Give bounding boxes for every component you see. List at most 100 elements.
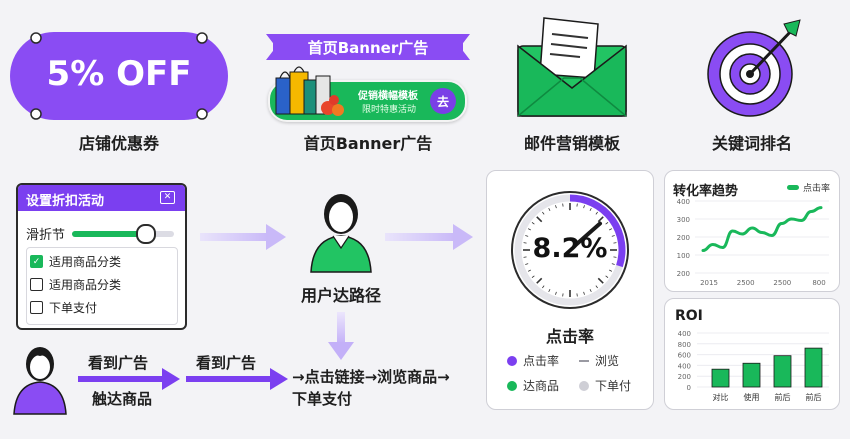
- y-tick-label: 200: [678, 373, 691, 381]
- slider-label: 滑折节: [26, 228, 66, 243]
- x-tick-label: 2500: [773, 279, 791, 287]
- gauge-tick: [536, 277, 543, 284]
- user-path-label: 用户达路径: [300, 286, 381, 305]
- gauge-tick: [536, 216, 543, 223]
- gauge-tick: [527, 228, 531, 231]
- email-caption: 邮件营销模板: [523, 134, 620, 153]
- gauge-tick: [531, 222, 535, 225]
- user-avatar-icon: [310, 194, 372, 273]
- checkbox-icon[interactable]: [30, 301, 43, 314]
- arrow-right-icon: [186, 368, 288, 390]
- bar: [773, 355, 792, 388]
- y-tick-label: 0: [687, 384, 691, 392]
- gauge-ticks: [523, 203, 617, 297]
- y-tick-label: 800: [678, 341, 691, 349]
- legend-label: 点击率: [803, 184, 831, 194]
- x-tick-label: 800: [812, 279, 825, 287]
- option-1[interactable]: ✓ 适用商品分类: [30, 253, 121, 270]
- gauge-tick: [611, 263, 615, 265]
- chart-legend: 点击率: [787, 181, 830, 194]
- flow-step-3-line1: →点击链接→浏览商品→: [292, 368, 450, 386]
- legend-swatch-icon: [787, 185, 799, 190]
- arrow-right-icon: [200, 224, 286, 250]
- legend-item: 下单付: [579, 377, 631, 394]
- legend-item: 达商品: [507, 377, 559, 394]
- panel-header: 设置折扣活动 ✕: [18, 185, 185, 211]
- chart-title: 转化率趋势: [673, 184, 739, 199]
- options-box: [26, 247, 178, 325]
- bar: [742, 362, 761, 388]
- gauge-tick: [611, 235, 615, 237]
- gauge-value: 8.2%: [532, 233, 608, 264]
- gauge-tick: [605, 275, 609, 278]
- gauge-tick: [542, 211, 545, 215]
- banner-caption: 首页Banner广告: [303, 134, 433, 153]
- gauge-tick: [609, 269, 613, 272]
- slider-handle[interactable]: [136, 224, 157, 244]
- keyword-caption: 关键词排名: [711, 134, 792, 153]
- gauge-tick: [542, 285, 545, 289]
- arrow-right-icon: [78, 368, 180, 390]
- coupon-caption: 店铺优惠券: [78, 134, 159, 153]
- gauge-tick: [597, 216, 604, 223]
- coupon-text: 5% OFF: [46, 54, 192, 94]
- banner-line2: 限时特惠活动: [362, 105, 417, 115]
- gauge-tick: [548, 207, 551, 211]
- y-tick-label: 400: [678, 362, 691, 370]
- option-label: 适用商品分类: [49, 278, 122, 292]
- option-2[interactable]: 适用商品分类: [30, 276, 121, 293]
- y-tick-label: 400: [677, 198, 690, 206]
- gauge-tick: [527, 269, 531, 272]
- option-label: 下单支付: [49, 301, 98, 315]
- gauge-tick: [583, 205, 585, 209]
- gauge-tick: [595, 285, 598, 289]
- y-tick-label: 200: [677, 270, 690, 278]
- gauge-title: 点击率: [545, 327, 594, 346]
- flow-step-3-line2: 下单支付: [292, 390, 353, 408]
- gauge-tick: [531, 275, 535, 278]
- gauge-tick: [525, 263, 529, 265]
- person-icon: [13, 347, 67, 415]
- checkbox-icon[interactable]: [30, 278, 43, 291]
- bar: [711, 368, 730, 388]
- gauge-tick: [589, 289, 592, 293]
- checkbox-checked-icon[interactable]: ✓: [30, 255, 43, 268]
- banner-cta-button[interactable]: 去: [430, 88, 456, 114]
- legend-label: 点击率: [523, 354, 560, 368]
- gauge-tick: [525, 235, 529, 237]
- shopping-bags-icon: [275, 66, 344, 116]
- bar: [804, 347, 823, 388]
- option-3[interactable]: 下单支付: [30, 299, 97, 316]
- bar-chart: 4008006004002000对比使用前后前后: [678, 330, 829, 402]
- x-tick-label: 使用: [744, 392, 760, 402]
- flow-step-1-bottom: 触达商品: [92, 390, 153, 408]
- envelope-icon: [517, 17, 627, 117]
- banner-line1: 促销横幅模板: [358, 91, 418, 102]
- gauge-needle: [572, 221, 603, 249]
- arrow-down-icon: [328, 312, 354, 360]
- legend-dot-icon: [507, 380, 517, 391]
- legend-dot-icon: [507, 355, 517, 366]
- series-line: [701, 206, 823, 252]
- ctr-gauge-card: 8.2% 点击率 点击率 浏览 达商品 下单付: [486, 170, 654, 410]
- gauge-tick: [589, 207, 592, 211]
- legend-item: 浏览: [579, 352, 619, 369]
- legend-label: 达商品: [523, 379, 560, 393]
- x-tick-label: 2015: [700, 279, 718, 287]
- x-tick-label: 2500: [737, 279, 755, 287]
- gauge-tick: [597, 277, 604, 284]
- y-tick-label: 400: [678, 330, 691, 338]
- chart-title: ROI: [675, 308, 703, 324]
- target-icon: [707, 19, 801, 117]
- y-tick-label: 200: [677, 234, 690, 242]
- legend-dot-icon: [579, 380, 589, 391]
- gauge-tick: [548, 289, 551, 293]
- gauge-tick: [605, 222, 609, 225]
- gauge-dial: [511, 191, 629, 309]
- y-tick-label: 100: [677, 252, 690, 260]
- gauge-tick: [555, 205, 557, 209]
- legend-dash-icon: [579, 359, 589, 362]
- close-icon[interactable]: ✕: [160, 191, 175, 204]
